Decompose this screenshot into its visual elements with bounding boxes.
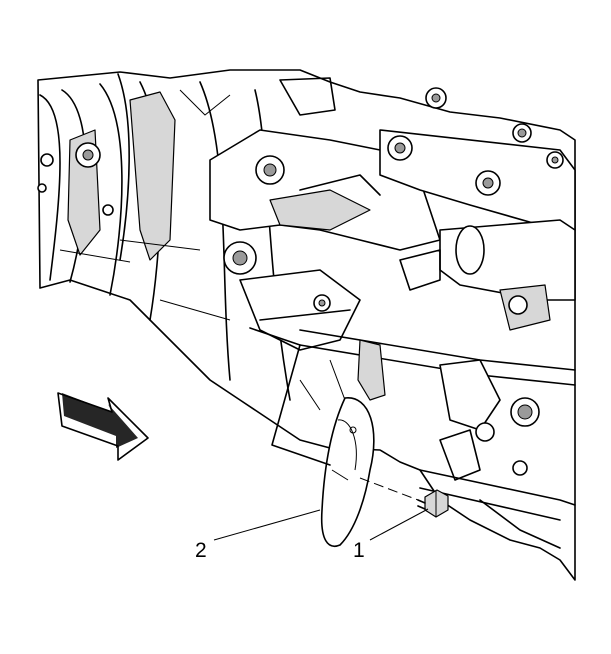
bolt (417, 489, 449, 518)
leader-line-1 (369, 508, 429, 541)
front-direction-arrow (57, 392, 149, 461)
callout-number-2: 2 (195, 539, 207, 562)
inspection-cover-plate (320, 397, 375, 547)
callout-number-1: 1 (353, 539, 365, 562)
transmission-housing (37, 69, 576, 581)
installation-axis-line (359, 477, 419, 501)
detail-box-outline (249, 327, 331, 466)
leader-line-2 (213, 509, 321, 541)
